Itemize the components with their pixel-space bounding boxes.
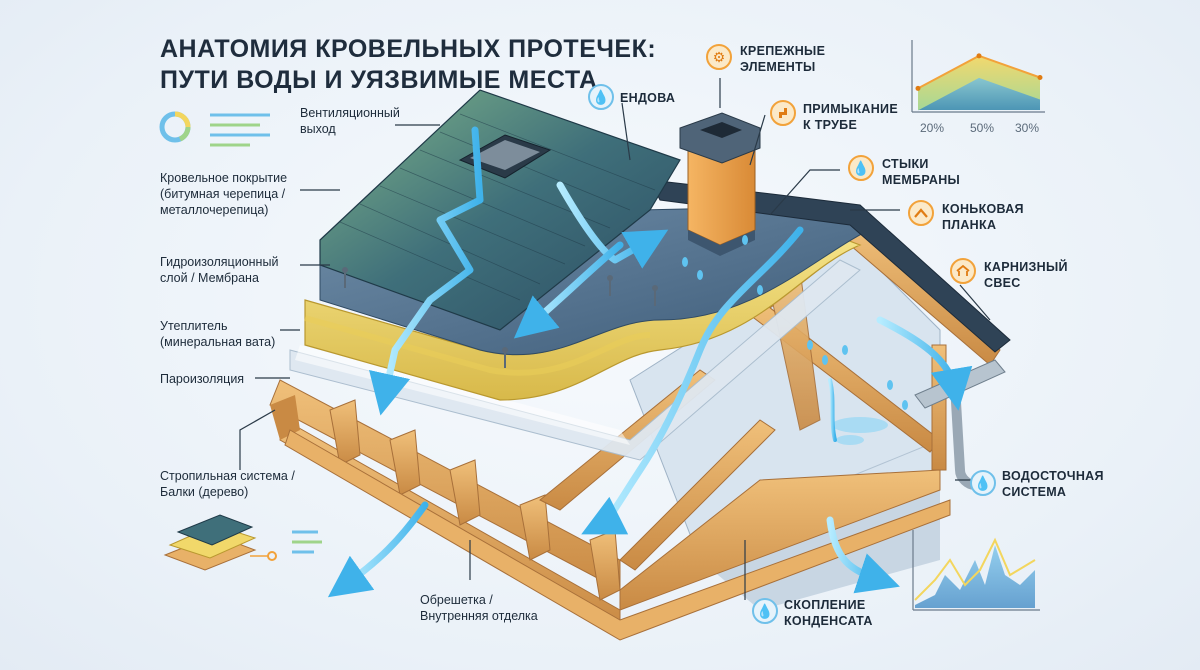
- mini-area-chart: [911, 40, 1045, 113]
- label-membrane-seams: СТЫКИ МЕМБРАНЫ: [882, 157, 961, 187]
- page-title: АНАТОМИЯ КРОВЕЛЬНЫХ ПРОТЕЧЕК: ПУТИ ВОДЫ …: [160, 34, 656, 96]
- shingle-roof: [319, 89, 681, 331]
- eaves-house-icon: [950, 258, 976, 284]
- donut-icon: [159, 111, 270, 147]
- gear-icon: ⚙: [706, 44, 732, 70]
- mini-line-chart: [912, 530, 1040, 611]
- label-chimney-junction: ПРИМЫКАНИЕ К ТРУБЕ: [803, 102, 898, 132]
- label-lathing: Обрешетка / Внутренняя отделка: [420, 593, 538, 623]
- water-drop-icon: 💧: [752, 598, 778, 624]
- area-series-point: [1037, 75, 1043, 80]
- label-waterproofing: Гидроизоляционный слой / Мембрана: [160, 255, 279, 285]
- chart-tick-label: 20%: [920, 121, 945, 135]
- label-valley: ЕНДОВА: [620, 91, 676, 105]
- label-vent: Вентиляционный выход: [300, 106, 400, 136]
- pipe-icon: [770, 100, 796, 126]
- chart-tick-label: 50%: [970, 121, 995, 135]
- layers-icon: [163, 514, 322, 571]
- water-droplets: [682, 235, 908, 410]
- title-line-2: ПУТИ ВОДЫ И УЯЗВИМЫЕ МЕСТА: [160, 66, 598, 94]
- fastener-screws: [342, 267, 658, 368]
- label-roofing: Кровельное покрытие (битумная черепица /…: [160, 171, 288, 217]
- vapor-barrier-layer: [289, 259, 861, 461]
- area-series-point: [976, 53, 982, 59]
- label-rafters: Стропильная система / Балки (дерево): [160, 469, 295, 499]
- label-eaves: КАРНИЗНЫЙ СВЕС: [984, 260, 1068, 290]
- label-vapor-barrier: Пароизоляция: [160, 372, 245, 386]
- water-flow-paths: [327, 126, 973, 598]
- label-ridge: КОНЬКОВАЯ ПЛАНКА: [942, 202, 1024, 232]
- water-drop-icon: 💧: [970, 470, 996, 496]
- chart-tick-label: 30%: [1015, 121, 1040, 135]
- area-series-point: [915, 85, 921, 91]
- water-drop-icon: 💧: [588, 84, 614, 110]
- label-insulation: Утеплитель (минеральная вата): [160, 319, 276, 349]
- chimney: [679, 112, 761, 256]
- title-line-1: АНАТОМИЯ КРОВЕЛЬНЫХ ПРОТЕЧЕК:: [160, 35, 657, 63]
- water-drop-icon: 💧: [848, 155, 874, 181]
- label-fasteners: КРЕПЕЖНЫЕ ЭЛЕМЕНТЫ: [740, 44, 826, 74]
- ridge-chevron-icon: [908, 200, 934, 226]
- label-condensate: СКОПЛЕНИЕ КОНДЕНСАТА: [784, 598, 873, 628]
- area-series-band: [918, 77, 1040, 111]
- label-gutter: ВОДОСТОЧНАЯ СИСТЕМА: [1002, 469, 1104, 499]
